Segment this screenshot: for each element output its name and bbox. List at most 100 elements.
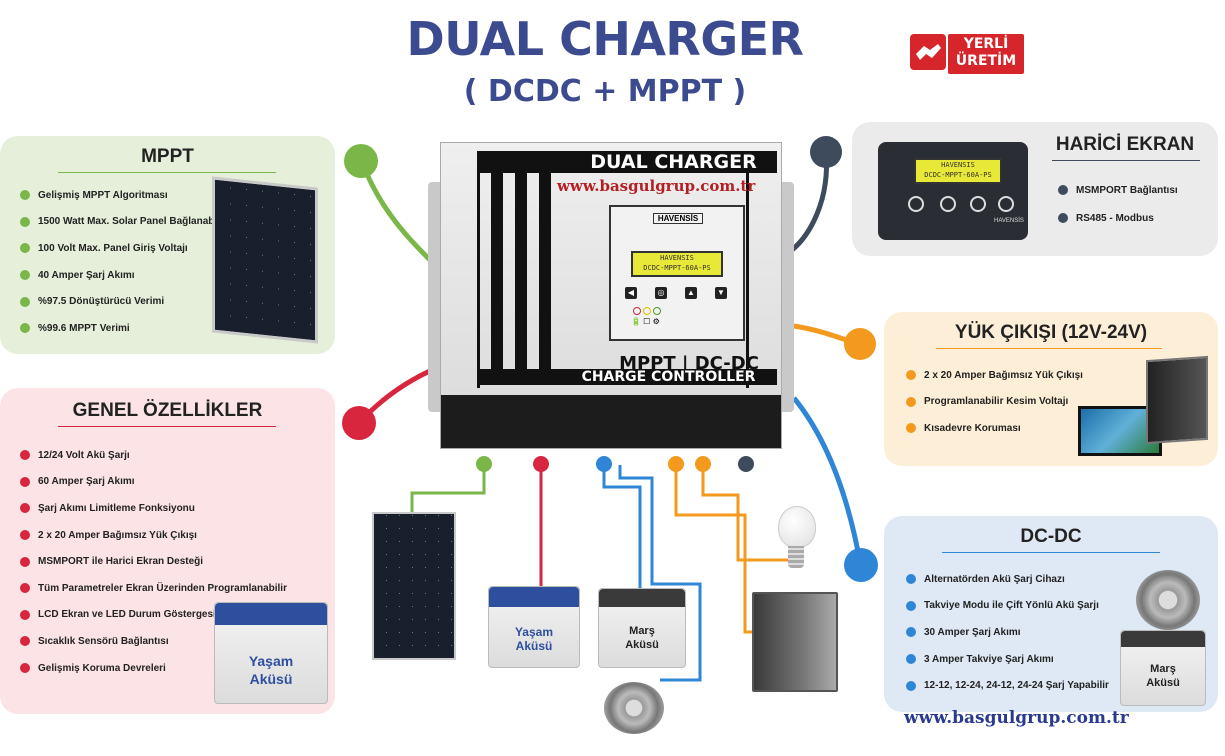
handshake-icon <box>910 34 946 70</box>
dcdc-panel: DC-DC Alternatörden Akü Şarj Cihazı Takv… <box>884 516 1218 712</box>
badge-line1: YERLİ <box>963 36 1009 52</box>
status-led-yellow <box>643 307 651 315</box>
left-arrow-button[interactable]: ◀ <box>625 287 637 299</box>
mini-fridge-image <box>1146 355 1208 445</box>
list-item: LCD Ekran ve LED Durum Göstergesi <box>20 602 287 629</box>
list-item: 12/24 Volt Akü Şarjı <box>20 442 287 469</box>
list-item: %99.6 MPPT Verimi <box>20 315 227 342</box>
list-item: 12-12, 12-24, 24-12, 24-24 Şarj Yapabili… <box>906 672 1109 699</box>
mppt-title: MPPT <box>141 146 194 167</box>
list-item: 1500 Watt Max. Solar Panel Bağlanabilir <box>20 209 227 236</box>
port-dot-orange-2 <box>695 456 711 472</box>
general-node-dot <box>342 406 376 440</box>
list-item: 2 x 20 Amper Bağımsız Yük Çıkışı <box>906 362 1083 389</box>
battery-label-2: Aküsü <box>249 671 293 687</box>
dcdc-node-dot <box>844 548 878 582</box>
dcdc-battery-label-2: Aküsü <box>1146 677 1180 689</box>
external-lcd-line-1: HAVENSIS <box>941 161 975 169</box>
external-node-dot <box>810 136 842 168</box>
device-bottom-line1: MPPT | DC-DC <box>619 353 759 374</box>
bottom-battery2-label-2: Aküsü <box>625 639 659 651</box>
list-item: 40 Amper Şarj Akımı <box>20 262 227 289</box>
list-item: Gelişmiş MPPT Algoritması <box>20 182 227 209</box>
external-ok-button[interactable] <box>940 196 956 212</box>
page-title: DUAL CHARGER <box>406 12 804 66</box>
badge-line2: ÜRETİM <box>955 53 1017 69</box>
port-dot-navy <box>738 456 754 472</box>
list-item: Takviye Modu ile Çift Yönlü Akü Şarjı <box>906 593 1109 620</box>
bottom-solar-panel-image <box>372 512 456 660</box>
list-item: Şarj Akımı Limitleme Fonksiyonu <box>20 495 287 522</box>
external-up-button[interactable] <box>970 196 986 212</box>
down-arrow-button[interactable]: ▼ <box>715 287 727 299</box>
port-dot-green <box>476 456 492 472</box>
external-display-image: HAVENSIS DCDC-MPPT-60A-PS HAVENSİS <box>878 142 1028 240</box>
mppt-connector <box>359 161 434 264</box>
port-dot-orange-1 <box>668 456 684 472</box>
alternator-image <box>1136 570 1200 630</box>
list-item: Alternatörden Akü Şarj Cihazı <box>906 566 1109 593</box>
list-item: 3 Amper Takviye Şarj Akımı <box>906 646 1109 673</box>
mppt-node-dot <box>344 144 378 178</box>
device-body: DUAL CHARGER www.basgulgrup.com.tr HAVEN… <box>440 142 782 449</box>
load-list: 2 x 20 Amper Bağımsız Yük Çıkışı Program… <box>906 362 1083 442</box>
status-icons: 🔋 ☐ ⚙ <box>631 317 660 326</box>
list-item: 100 Volt Max. Panel Giriş Voltajı <box>20 235 227 262</box>
external-logo: HAVENSİS <box>994 218 1024 224</box>
external-title: HARİCİ EKRAN <box>1055 134 1195 155</box>
solar-wire <box>410 465 486 512</box>
list-item: Tüm Parametreler Ekran Üzerinden Program… <box>20 575 287 602</box>
up-arrow-button[interactable]: ▲ <box>685 287 697 299</box>
fridge-wire <box>674 465 755 634</box>
status-led-green <box>653 307 661 315</box>
bottom-battery1-label-1: Yaşam <box>514 625 554 639</box>
bottom-battery2-label-1: Marş <box>629 625 655 637</box>
start-battery-wire <box>602 465 642 590</box>
page-subtitle: ( DCDC + MPPT ) <box>463 74 747 109</box>
list-item: 60 Amper Şarj Akımı <box>20 469 287 496</box>
list-item: Kısadevre Koruması <box>906 415 1083 442</box>
load-output-panel: YÜK ÇIKIŞI (12V-24V) 2 x 20 Amper Bağıms… <box>884 312 1218 466</box>
lcd-line-1: HAVENSIS <box>660 254 694 262</box>
lcd-line-2: DCDC-MPPT-60A-PS <box>643 264 711 272</box>
yerli-uretim-badge: YERLİ ÜRETİM <box>910 30 1024 74</box>
dcdc-list: Alternatörden Akü Şarj Cihazı Takviye Mo… <box>906 566 1109 699</box>
port-dot-blue <box>596 456 612 472</box>
footer-url[interactable]: www.basgulgrup.com.tr <box>904 708 1129 728</box>
life-battery-image: Yaşam Aküsü <box>214 602 328 704</box>
device-base <box>441 395 781 448</box>
external-list: MSMPORT Bağlantısı RS485 - Modbus <box>1058 176 1178 232</box>
external-left-button[interactable] <box>908 196 924 212</box>
list-item: 30 Amper Şarj Akımı <box>906 619 1109 646</box>
bottom-life-battery-image: Yaşam Aküsü <box>488 586 580 668</box>
battery-label-1: Yaşam <box>248 653 294 669</box>
external-display-panel: HAVENSIS DCDC-MPPT-60A-PS HAVENSİS HARİC… <box>852 122 1218 256</box>
device-url[interactable]: www.basgulgrup.com.tr <box>557 177 756 195</box>
lamp-wire <box>701 465 788 562</box>
load-node-dot <box>844 328 876 360</box>
solar-panel-image <box>212 176 318 344</box>
start-battery-image: Marş Aküsü <box>1120 630 1206 706</box>
list-item: RS485 - Modbus <box>1058 204 1178 232</box>
bottom-start-battery-image: Marş Aküsü <box>598 588 686 668</box>
general-list: 12/24 Volt Akü Şarjı 60 Amper Şarj Akımı… <box>20 442 287 681</box>
load-title: YÜK ÇIKIŞI (12V-24V) <box>954 322 1148 343</box>
external-lcd-line-2: DCDC-MPPT-60A-PS <box>924 171 992 179</box>
device-control-panel: HAVENSİS HAVENSIS DCDC-MPPT-60A-PS ◀ ◎ ▲… <box>609 205 745 341</box>
list-item: 2 x 20 Amper Bağımsız Yük Çıkışı <box>20 522 287 549</box>
mppt-list: Gelişmiş MPPT Algoritması 1500 Watt Max.… <box>20 182 227 342</box>
list-item: %97.5 Dönüştürücü Verimi <box>20 288 227 315</box>
bottom-battery1-label-2: Aküsü <box>515 639 553 653</box>
list-item: Sıcaklık Sensörü Bağlantısı <box>20 628 287 655</box>
device-logo: HAVENSİS <box>653 213 703 224</box>
bottom-alternator-image <box>604 682 664 734</box>
port-dot-red <box>533 456 549 472</box>
list-item: MSMPORT Bağlantısı <box>1058 176 1178 204</box>
external-down-button[interactable] <box>998 196 1014 212</box>
fridge-image <box>752 592 838 692</box>
list-item: Gelişmiş Koruma Devreleri <box>20 655 287 682</box>
general-panel: GENEL ÖZELLİKLER 12/24 Volt Akü Şarjı 60… <box>0 388 335 714</box>
mppt-panel: MPPT Gelişmiş MPPT Algoritması 1500 Watt… <box>0 136 335 354</box>
ok-button[interactable]: ◎ <box>655 287 667 299</box>
external-lcd-screen: HAVENSIS DCDC-MPPT-60A-PS <box>914 158 1002 184</box>
